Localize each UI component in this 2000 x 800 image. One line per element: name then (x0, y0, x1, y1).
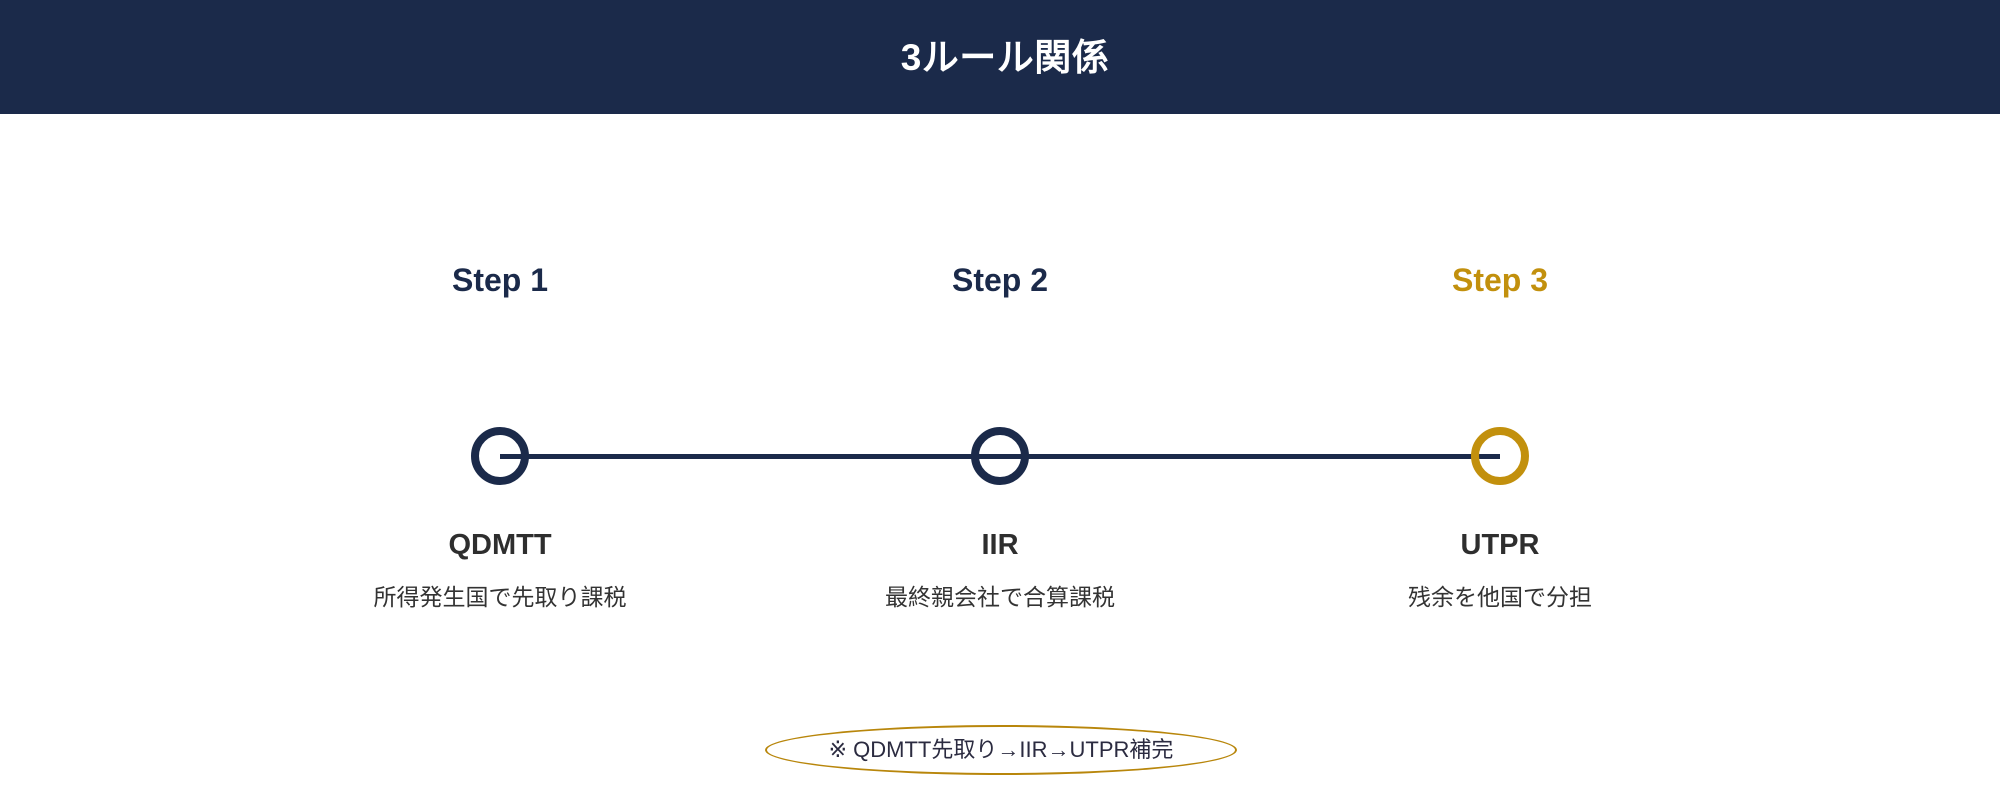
header-bar: 3ルール関係 (0, 0, 2000, 114)
step-label-3: Step 3 (1451, 262, 1549, 298)
page-title: 3ルール関係 (900, 36, 1110, 78)
footnote-text: ※ QDMTT先取り→IIR→UTPR補完 (828, 737, 1174, 762)
rule-description-3: 残余を他国で分担 (1408, 584, 1592, 610)
timeline-marker-circle-3 (1471, 427, 1529, 485)
step-label-1: Step 1 (451, 262, 549, 298)
rule-name-2: IIR (981, 529, 1019, 561)
timeline-diagram: Step 1 QDMTT 所得発生国で先取り課税 Step 2 IIR 最終親会… (0, 114, 2000, 800)
footnote-ellipse-outline (765, 725, 1237, 775)
rule-name-3: UTPR (1460, 529, 1540, 561)
rule-description-1: 所得発生国で先取り課税 (373, 584, 627, 610)
timeline-marker-circle-2 (971, 427, 1029, 485)
timeline-node-step-1[interactable]: Step 1 QDMTT 所得発生国で先取り課税 (290, 114, 710, 800)
step-label-2: Step 2 (951, 262, 1049, 298)
footnote-callout: ※ QDMTT先取り→IIR→UTPR補完 (765, 725, 1237, 775)
rule-description-2: 最終親会社で合算課税 (885, 584, 1115, 610)
timeline-node-step-3[interactable]: Step 3 UTPR 残余を他国で分担 (1290, 114, 1710, 800)
timeline-node-step-2[interactable]: Step 2 IIR 最終親会社で合算課税 (790, 114, 1210, 800)
timeline-marker-circle-1 (471, 427, 529, 485)
rule-name-1: QDMTT (448, 529, 552, 561)
